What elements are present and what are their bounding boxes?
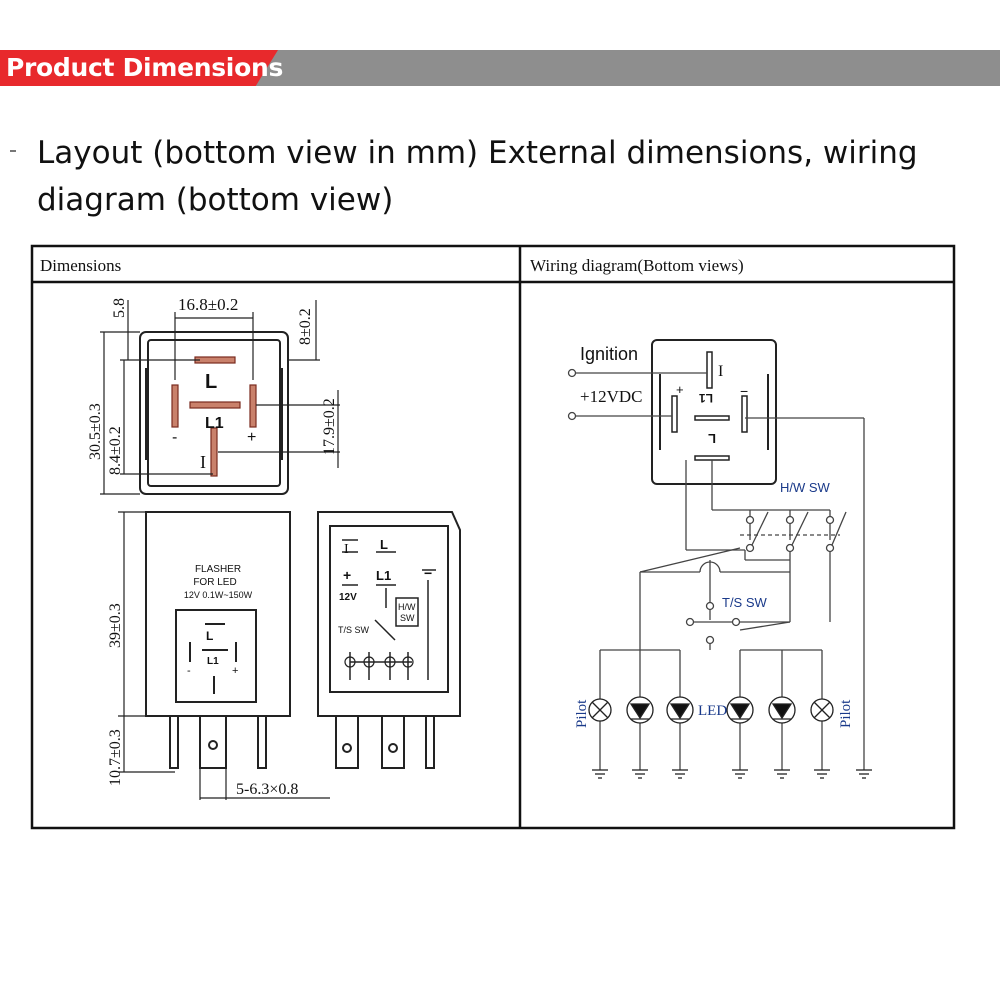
side-view-schematic — [342, 539, 436, 680]
wiring-pin-plus: + — [676, 382, 684, 397]
pin-label-L: L — [205, 371, 217, 393]
side-view-housing — [317, 511, 461, 769]
side-view-lamps — [344, 656, 414, 668]
dim-height-total: 30.5±0.3 — [87, 403, 104, 460]
side-pin-minus: − — [424, 565, 432, 581]
side-pin-I: I — [344, 542, 349, 557]
led-lamps — [626, 696, 796, 724]
label-ts-sw: T/S SW — [722, 595, 768, 610]
ground-symbols — [592, 769, 872, 779]
subtitle: Layout (bottom view in mm) External dime… — [37, 135, 918, 218]
wiring-pin-L: L — [708, 431, 716, 446]
pin-label-L1: L1 — [205, 415, 224, 432]
wiring-pin-L1: L1 — [699, 391, 713, 405]
dim-top-offset: 5.8 — [111, 298, 128, 318]
front-view-pin-symbols — [189, 623, 237, 694]
side-pin-plus: + — [343, 567, 351, 583]
label-ignition: Ignition — [580, 344, 638, 364]
wiring-pin-I: I — [718, 363, 723, 380]
pin-label-plus: + — [247, 429, 256, 446]
flasher-label-line2: FOR LED — [193, 577, 236, 588]
flasher-label-line1: FLASHER — [195, 564, 241, 575]
ts-switch — [685, 601, 741, 645]
front-view-dimension-lines — [118, 511, 330, 800]
side-pin-L1: L1 — [376, 568, 391, 583]
side-label-sw: SW — [400, 613, 415, 623]
side-label-hw: H/W — [398, 602, 416, 612]
pilot-lamp-right — [810, 698, 834, 722]
side-label-12v: 12V — [339, 592, 357, 603]
front-pin-L: L — [206, 629, 213, 643]
side-label-ts: T/S SW — [338, 625, 370, 635]
wiring-panel-title: Wiring diagram(Bottom views) — [530, 256, 744, 275]
dim-pin-spacing: 17.9±0.2 — [321, 398, 338, 455]
wiring-lines — [567, 368, 865, 770]
front-view-housing — [145, 511, 291, 769]
pilot-lamp-left — [588, 698, 612, 722]
dim-pin-spec: 5-6.3×0.8 — [236, 781, 298, 798]
wiring-relay-housing — [651, 339, 777, 485]
label-pilot-left: Pilot — [574, 699, 590, 728]
dim-body-height: 39±0.3 — [107, 603, 124, 648]
dim-height-inner: 8.4±0.2 — [107, 426, 124, 475]
dim-pin-length: 10.7±0.3 — [107, 729, 124, 786]
bullet-mark — [10, 150, 16, 152]
wiring-pin-minus: − — [740, 383, 748, 399]
label-pilot-right: Pilot — [838, 699, 854, 728]
diagram-frame — [30, 244, 956, 830]
front-pin-minus: - — [187, 665, 191, 677]
dimensions-panel-title: Dimensions — [40, 256, 121, 275]
side-pin-L: L — [380, 537, 388, 552]
front-pin-L1: L1 — [207, 656, 219, 667]
top-view-housing — [139, 331, 289, 495]
pin-label-minus: - — [172, 429, 177, 446]
dim-right-offset: 8±0.2 — [297, 308, 314, 345]
pin-label-I: I — [200, 452, 206, 472]
flasher-label-line3: 12V 0.1W~150W — [184, 590, 253, 600]
page-title: Product Dimensions — [6, 53, 284, 82]
label-hw-sw: H/W SW — [780, 480, 831, 495]
top-view-dimension-lines — [100, 300, 340, 495]
label-led: LED — [698, 703, 727, 719]
header-tab — [0, 50, 278, 86]
dim-width: 16.8±0.2 — [178, 295, 238, 314]
hw-switch — [740, 511, 847, 553]
front-pin-plus: + — [232, 665, 238, 677]
label-12vdc: +12VDC — [580, 387, 642, 406]
top-view-pins — [171, 356, 257, 477]
